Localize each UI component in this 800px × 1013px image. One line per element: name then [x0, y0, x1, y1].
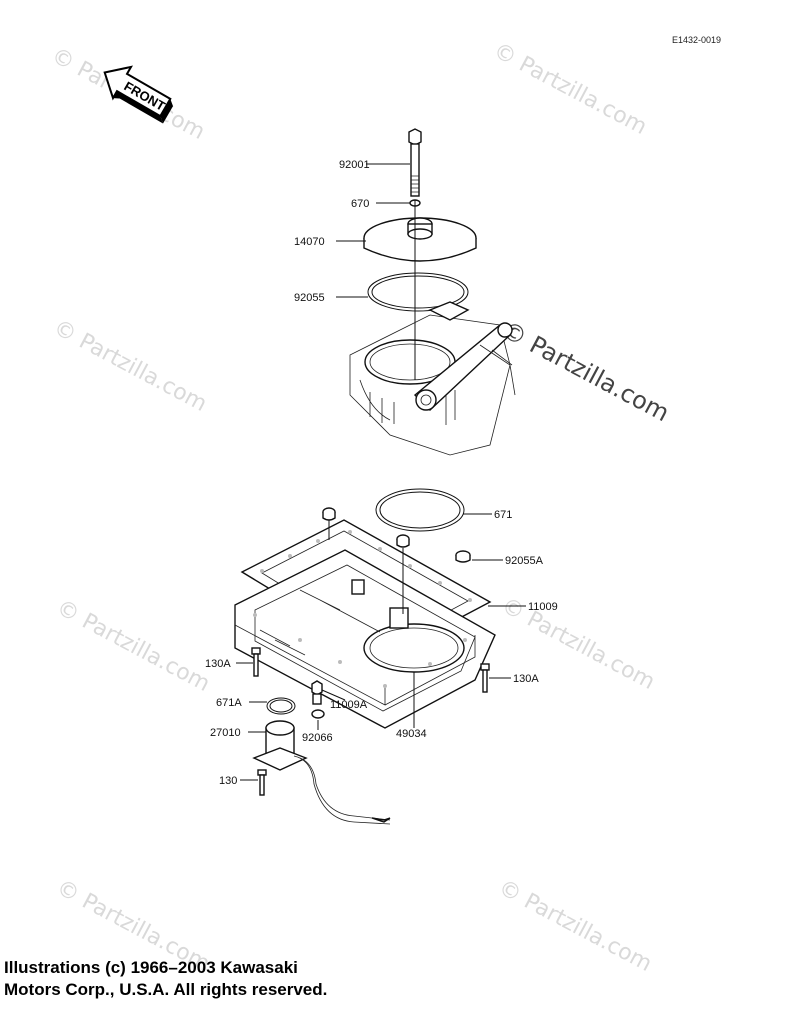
callout-49034: 49034 [396, 728, 427, 740]
bolt-130 [257, 769, 267, 796]
callout-130A-left: 130A [205, 658, 231, 670]
watermarks: © Partzilla.com © Partzilla.com © Partzi… [47, 38, 674, 977]
callout-130A-right: 130A [513, 673, 539, 685]
plug-11009A [311, 680, 323, 705]
watermark: © Partzilla.com [494, 875, 656, 977]
cap-14070 [363, 217, 477, 262]
callout-671A: 671A [216, 697, 242, 709]
oil-pan-49034 [234, 549, 496, 729]
watermark: © Partzilla.com [49, 315, 211, 417]
upper-assembly [336, 128, 516, 456]
bolt-130A-left [251, 647, 261, 677]
seal-center [396, 534, 410, 548]
callout-11009A: 11009A [330, 699, 368, 711]
copyright-line-2: Motors Corp., U.S.A. All rights reserved… [4, 980, 328, 999]
switch-27010 [252, 720, 391, 825]
gasket-92066 [311, 709, 325, 719]
callout-92001: 92001 [339, 159, 370, 171]
seal-left [322, 507, 336, 521]
callout-130: 130 [219, 775, 237, 787]
diagram-ref-code: E1432-0019 [672, 35, 721, 45]
bolt-92001 [408, 128, 422, 197]
callout-14070: 14070 [294, 236, 325, 248]
callout-670: 670 [351, 198, 369, 210]
lower-assembly [234, 488, 526, 825]
o-ring-671A [266, 697, 296, 715]
callout-671: 671 [494, 509, 512, 521]
copyright-line-1: Illustrations (c) 1966–2003 Kawasaki [4, 958, 298, 977]
watermark: © Partzilla.com [52, 595, 214, 697]
callout-92066: 92066 [302, 732, 333, 744]
copyright-notice: Illustrations (c) 1966–2003 Kawasaki Mot… [4, 957, 424, 1001]
housing-block [349, 301, 516, 456]
o-ring-671 [375, 488, 465, 532]
callout-92055: 92055 [294, 292, 325, 304]
watermark: © Partzilla.com [497, 316, 674, 428]
callout-27010: 27010 [210, 727, 241, 739]
o-ring-92055 [367, 272, 469, 312]
callout-92055A: 92055A [505, 555, 544, 567]
callout-11009: 11009 [528, 601, 558, 613]
bolt-130A-right [480, 663, 490, 693]
watermark: © Partzilla.com [489, 38, 651, 140]
seal-92055A [455, 550, 471, 563]
